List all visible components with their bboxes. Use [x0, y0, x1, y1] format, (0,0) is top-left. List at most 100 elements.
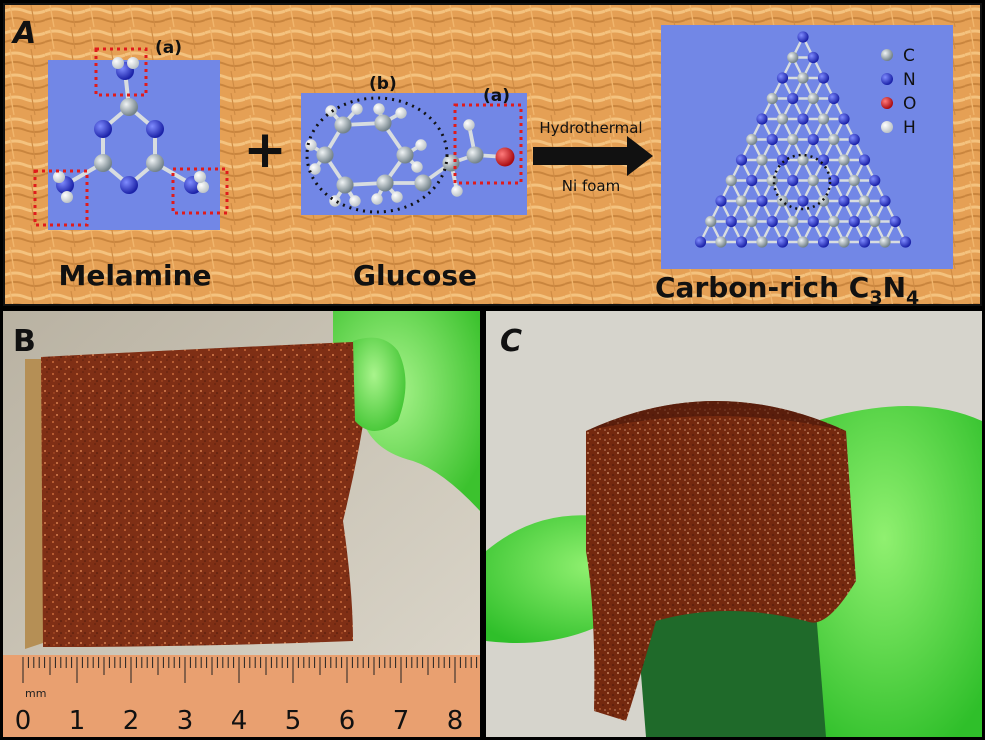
atom-n: [787, 174, 799, 187]
panel-a-label: A: [11, 16, 36, 51]
atom-h: [325, 105, 337, 117]
atom-n: [735, 236, 748, 248]
melamine-name: Melamine: [58, 259, 211, 292]
ruler-unit: mm: [25, 687, 46, 700]
atom-c: [838, 154, 850, 166]
atom-h: [371, 193, 383, 205]
atom-n: [889, 215, 901, 228]
atom-n: [807, 51, 819, 64]
atom-c: [120, 98, 138, 116]
atom-n: [817, 236, 830, 248]
atom-h: [395, 107, 407, 119]
ruler-number: 7: [393, 706, 410, 736]
atom-h: [349, 195, 361, 207]
atom-n: [828, 174, 840, 187]
atom-n: [817, 72, 830, 84]
atom-c: [414, 174, 432, 192]
ruler-number: 8: [447, 706, 464, 736]
product-box: [661, 25, 953, 269]
atom-c: [817, 113, 830, 125]
atom-n: [838, 195, 850, 207]
atom-c: [879, 236, 891, 248]
atom-o: [495, 147, 515, 167]
atom-n: [715, 195, 727, 207]
atom-n: [879, 195, 891, 207]
atom-c: [787, 51, 799, 64]
atom-n: [848, 215, 860, 228]
atom-c: [705, 215, 717, 228]
atom-c: [858, 195, 871, 207]
atom-n: [776, 154, 789, 166]
atom-h: [127, 57, 139, 69]
product-ring-ellipse: [772, 153, 832, 211]
panel-a: A (a) Melamine + (b) (a) Glucose Hydroth…: [3, 3, 982, 306]
atom-c: [787, 133, 799, 146]
atom-c: [807, 174, 819, 187]
melamine-box: [48, 60, 220, 230]
legend-label: C: [903, 46, 915, 66]
carbon-foam-sheet: [41, 341, 375, 647]
atom-c: [756, 154, 768, 166]
ruler-number: 4: [231, 706, 248, 736]
atom-c: [797, 72, 809, 84]
atom-n: [725, 215, 737, 228]
atom-c: [746, 215, 758, 228]
rolled-carbon-foam: [586, 401, 856, 721]
glucose-molecule: [305, 103, 515, 207]
glucose-annotation-b: (b): [369, 74, 397, 94]
atom-n: [776, 72, 789, 84]
foam-edge: [25, 359, 43, 649]
atom-n: [838, 113, 850, 125]
product-molecule: [694, 31, 912, 248]
atom-c: [838, 236, 850, 248]
atom-c: [776, 113, 789, 125]
melamine-highlight-top: [94, 47, 148, 97]
atom-h: [305, 139, 317, 151]
atom-c: [797, 236, 809, 248]
glucose-annotation-a: (a): [483, 86, 510, 106]
atom-c: [746, 133, 758, 146]
atom-h: [463, 119, 475, 131]
atom-h: [197, 181, 209, 193]
atom-c: [374, 114, 392, 132]
legend-label: H: [903, 118, 916, 138]
atom-n: [848, 133, 860, 146]
atom-n: [858, 236, 871, 248]
atom-c: [715, 236, 727, 248]
melamine-highlight-left: [33, 169, 89, 227]
atom-n: [756, 195, 768, 207]
ruler-number: 0: [15, 706, 32, 736]
atom-c: [766, 174, 778, 187]
atom-h: [415, 139, 427, 151]
atom-n: [828, 92, 840, 105]
atom-n: [797, 195, 809, 207]
product-name: Carbon-rich C3N4: [655, 271, 919, 304]
atom-n: [807, 215, 819, 228]
atom-c: [828, 215, 840, 228]
atom-h: [61, 191, 73, 203]
atom-c: [797, 154, 809, 166]
atom-c: [334, 116, 352, 134]
atom-h: [351, 103, 363, 115]
arrow-bottom-text: Ni foam: [562, 177, 620, 195]
melamine-molecule: [53, 57, 209, 203]
atom-h: [373, 103, 385, 115]
atom-n: [146, 120, 164, 138]
atom-c: [756, 236, 768, 248]
atom-h: [112, 57, 124, 69]
legend-atom-h: [881, 121, 893, 133]
ruler-number: 5: [285, 706, 302, 736]
glucose-name: Glucose: [353, 259, 477, 292]
reaction-arrow: [533, 136, 653, 176]
ruler-number: 2: [123, 706, 140, 736]
atom-n: [766, 215, 778, 228]
atom-h: [391, 191, 403, 203]
atom-n: [869, 174, 881, 187]
foam-top-edge: [586, 401, 846, 431]
glove-finger: [353, 337, 406, 431]
legend-label: N: [903, 70, 916, 90]
atom-c: [396, 146, 414, 164]
